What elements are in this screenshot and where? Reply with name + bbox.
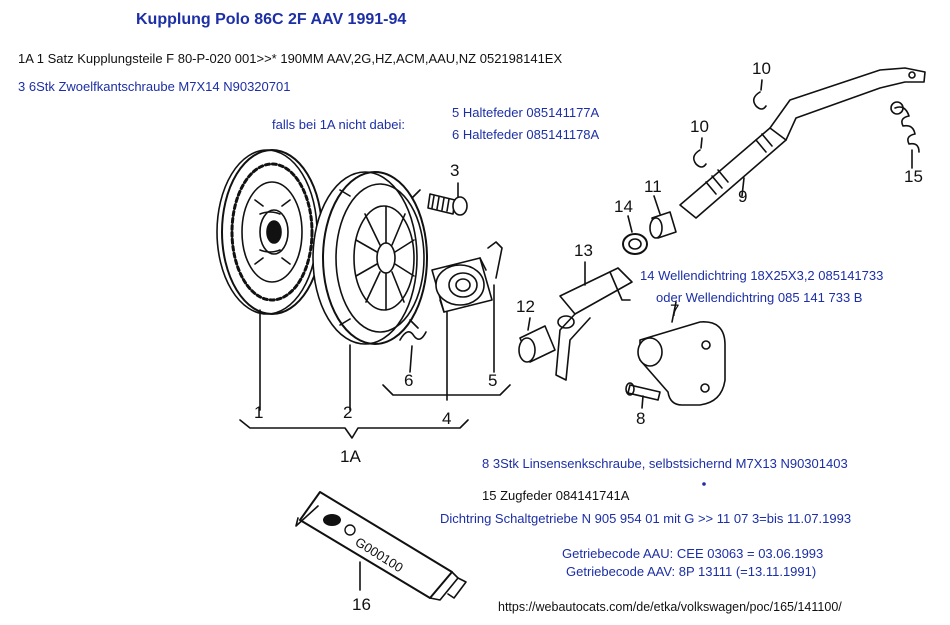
note-getriebecode-aav: Getriebecode AAV: 8P 13111 (=13.11.1991)	[566, 564, 817, 579]
callout-13: 13	[574, 241, 593, 260]
note-1a: 1A 1 Satz Kupplungsteile F 80-P-020 001>…	[18, 51, 563, 66]
note-getriebecode-aau: Getriebecode AAU: CEE 03063 = 03.06.1993	[562, 546, 824, 561]
note-5: 5 Haltefeder 085141177A	[452, 105, 600, 120]
callout-2: 2	[343, 403, 353, 422]
page-title: Kupplung Polo 86C 2F AAV 1991-94	[136, 11, 407, 28]
callout-9: 9	[738, 187, 748, 206]
callout-1a: 1A	[340, 447, 361, 466]
release-bearing-part-4	[431, 257, 493, 401]
callout-12: 12	[516, 297, 535, 316]
callout-16: 16	[352, 595, 371, 614]
callout-7: 7	[670, 301, 680, 320]
callout-1: 1	[254, 403, 264, 422]
screw-part-8	[625, 382, 661, 409]
callout-3: 3	[450, 161, 460, 180]
callout-10-lower: 10	[690, 117, 709, 136]
bracket-parts-4-6	[382, 384, 511, 396]
callout-15: 15	[904, 167, 923, 186]
callout-8: 8	[636, 409, 646, 428]
source-url: https://webautocats.com/de/etka/volkswag…	[498, 600, 842, 614]
release-fork-part-13	[555, 261, 633, 381]
callout-5: 5	[488, 371, 498, 390]
retaining-spring-part-5	[487, 241, 503, 373]
note-3: 3 6Stk Zwoelfkantschraube M7X14 N9032070…	[18, 79, 291, 94]
note-dichtring: Dichtring Schaltgetriebe N 905 954 01 mi…	[440, 511, 852, 526]
note-14a: 14 Wellendichtring 18X25X3,2 085141733	[640, 268, 884, 283]
bush-part-11	[649, 195, 677, 239]
shift-arm	[769, 67, 926, 141]
callout-6: 6	[404, 371, 414, 390]
bracket-1a	[239, 419, 469, 439]
blue-dot-mark	[702, 482, 706, 486]
note-6: 6 Haltefeder 085141178A	[452, 127, 600, 142]
note-15: 15 Zugfeder 084141741A	[482, 488, 630, 503]
tension-spring-part-15	[890, 101, 920, 169]
guide-sleeve-part-7	[637, 301, 726, 406]
note-falls: falls bei 1A nicht dabei:	[272, 117, 405, 132]
pressure-plate-part-2	[312, 171, 428, 345]
shaft-seal-part-14	[622, 215, 648, 255]
callout-10-upper: 10	[752, 59, 771, 78]
tube-badge-icon	[344, 524, 356, 536]
clutch-disc-part-1	[216, 149, 323, 315]
note-8: 8 3Stk Linsensenkschraube, selbstsichern…	[482, 456, 848, 471]
retaining-spring-part-6	[399, 331, 427, 373]
callout-14: 14	[614, 197, 633, 216]
callout-11: 11	[644, 177, 662, 196]
bushing-part-12	[518, 317, 556, 363]
note-14b: oder Wellendichtring 085 141 733 B	[656, 290, 863, 305]
shaft-part-9	[679, 127, 787, 219]
circlip-part-10	[692, 79, 767, 168]
callout-4: 4	[442, 409, 452, 428]
tube-logo-icon	[323, 514, 341, 526]
bolt-part-3	[427, 182, 468, 216]
